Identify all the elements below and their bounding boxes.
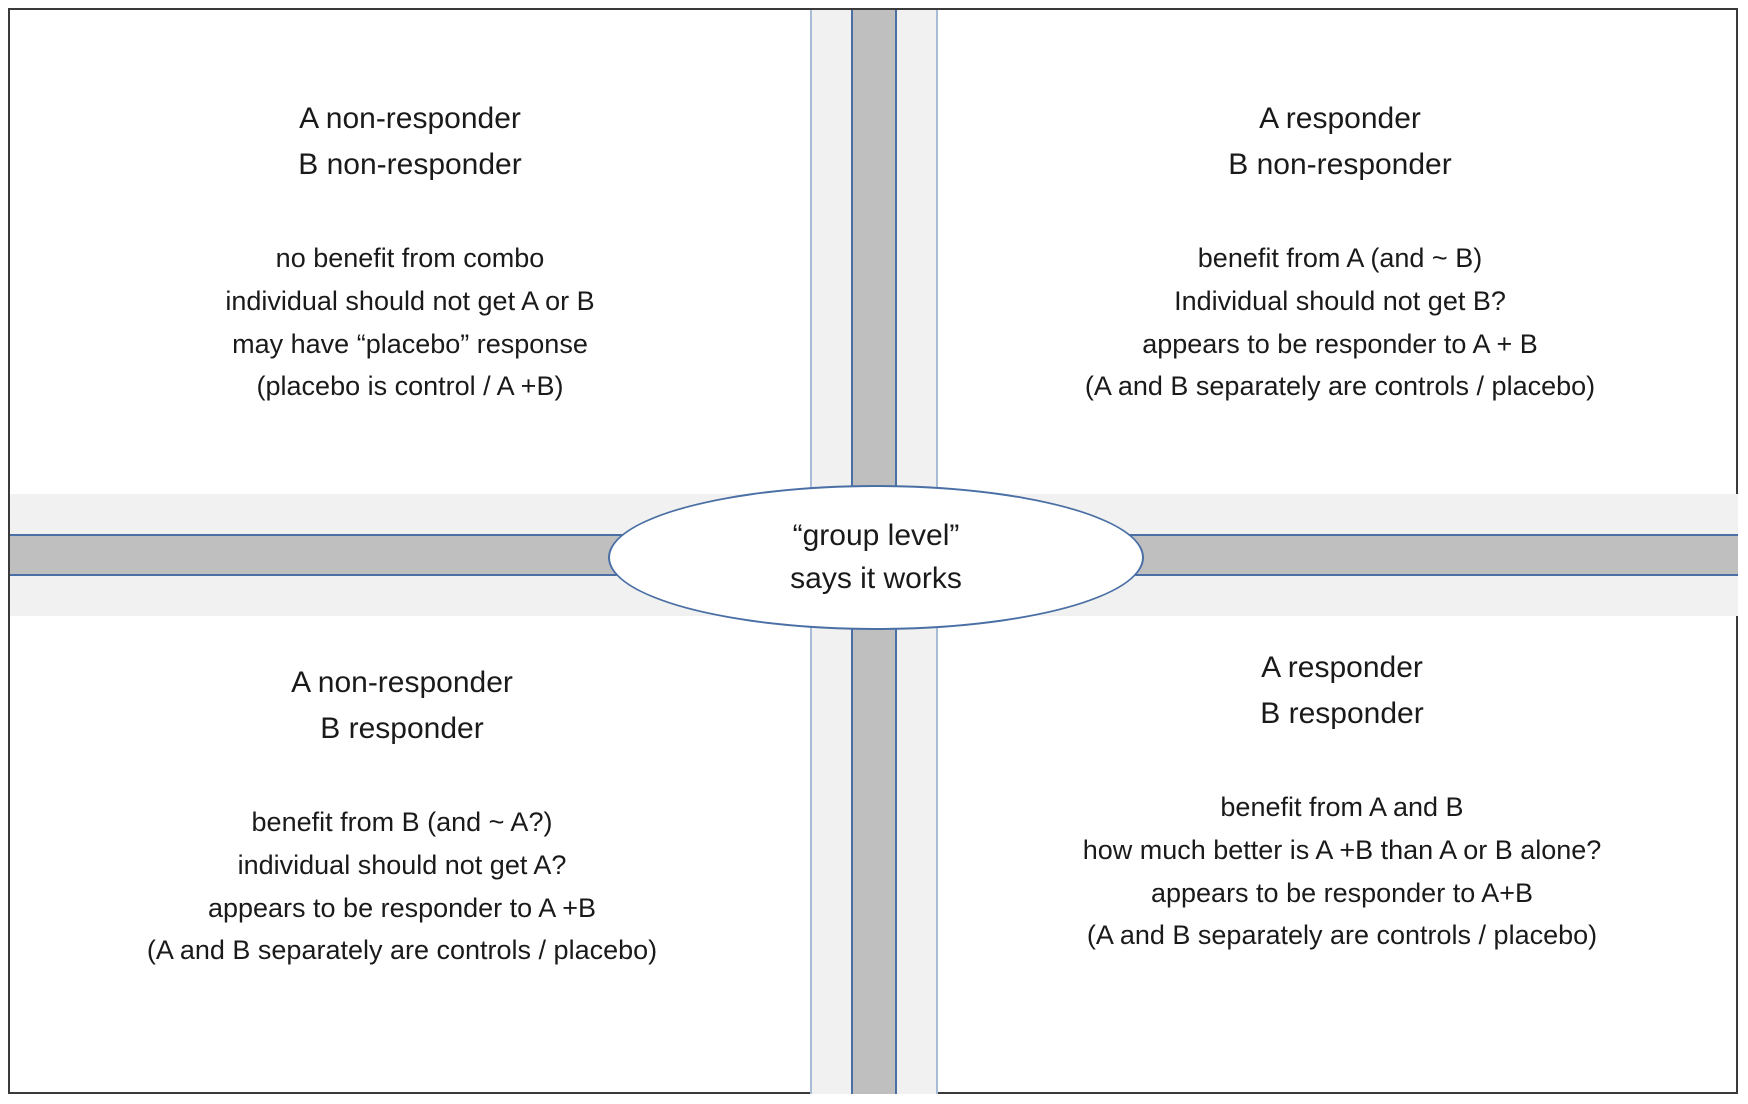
- quadrant-bottom-right: A responder B responder benefit from A a…: [952, 645, 1732, 957]
- quadrant-top-right: A responder B non-responder benefit from…: [960, 96, 1720, 408]
- quadrant-bottom-right-heading-line-2: B responder: [1260, 696, 1424, 730]
- quadrant-top-right-body-line-3: appears to be responder to A + B: [1142, 328, 1538, 359]
- quadrant-bottom-left-heading-line-1: A non-responder: [291, 666, 513, 699]
- quadrant-top-right-body-line-1: benefit from A (and ~ B): [1197, 243, 1483, 274]
- quadrant-top-left-body-line-4: (placebo is control / A +B): [256, 371, 564, 402]
- quadrant-bottom-right-heading-line-1: A responder: [1261, 651, 1423, 684]
- center-ellipse-line-2: says it works: [790, 561, 962, 595]
- quadrant-top-left-body-line-1: no benefit from combo: [275, 243, 545, 274]
- quadrant-bottom-left-body-line-3: appears to be responder to A +B: [207, 892, 597, 923]
- center-ellipse-line-1: “group level”: [792, 518, 960, 552]
- quadrant-bottom-left-body-line-4: (A and B separately are controls / place…: [146, 935, 658, 966]
- quadrant-bottom-right-body-line-2: how much better is A +B than A or B alon…: [1082, 834, 1602, 865]
- quadrant-bottom-left-body-line-2: individual should not get A?: [237, 849, 567, 880]
- quadrant-bottom-right-body-line-3: appears to be responder to A+B: [1150, 877, 1534, 908]
- quadrant-bottom-left-heading-line-2: B responder: [320, 711, 484, 745]
- quadrant-top-left: A non-responder B non-responder no benef…: [30, 96, 790, 408]
- quadrant-top-right-heading-line-2: B non-responder: [1228, 147, 1452, 181]
- quadrant-top-left-heading-line-1: A non-responder: [299, 102, 521, 135]
- center-ellipse: “group level” says it works: [608, 485, 1144, 630]
- quadrant-top-left-heading-line-2: B non-responder: [298, 147, 522, 181]
- quadrant-bottom-right-body-line-1: benefit from A and B: [1220, 792, 1464, 823]
- quadrant-top-right-body-line-4: (A and B separately are controls / place…: [1084, 371, 1596, 402]
- quadrant-bottom-left: A non-responder B responder benefit from…: [22, 660, 782, 972]
- quadrant-bottom-left-body-line-1: benefit from B (and ~ A?): [251, 807, 553, 838]
- quadrant-bottom-right-body-line-4: (A and B separately are controls / place…: [1086, 920, 1598, 951]
- quadrant-top-left-body-line-3: may have “placebo” response: [232, 328, 588, 359]
- quadrant-top-right-body-line-2: Individual should not get B?: [1174, 285, 1506, 316]
- quadrant-top-left-body-line-2: individual should not get A or B: [225, 285, 595, 316]
- quadrant-top-right-heading-line-1: A responder: [1259, 102, 1421, 135]
